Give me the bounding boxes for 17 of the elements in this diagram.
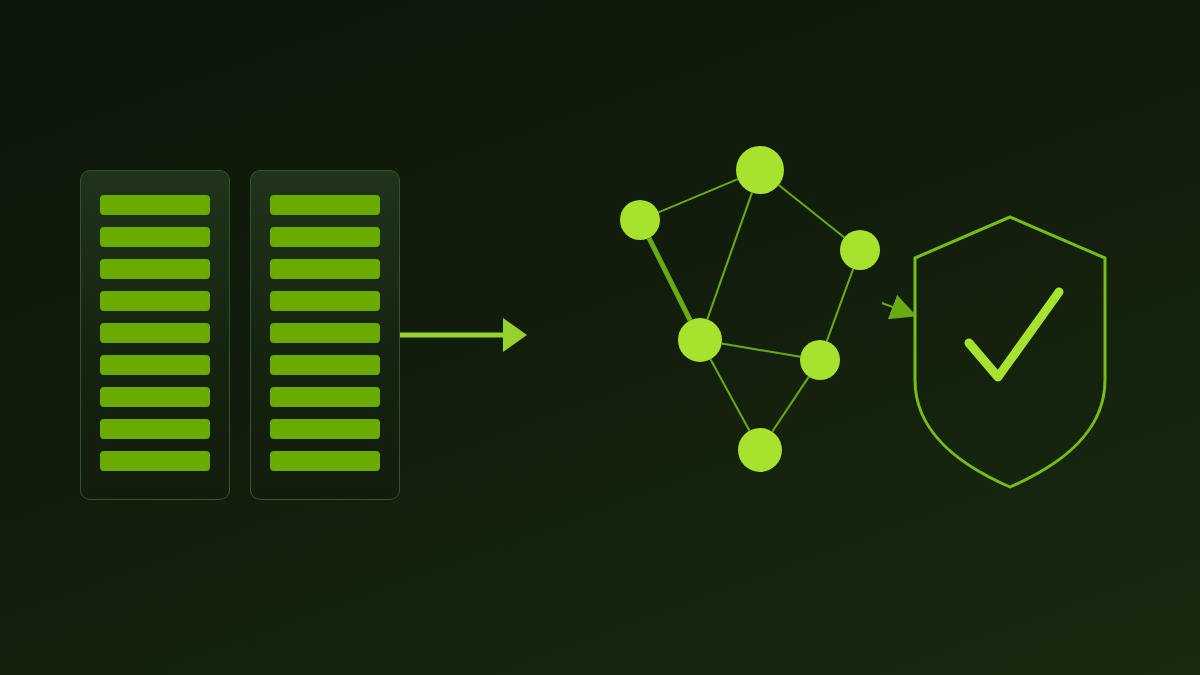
network-node xyxy=(840,230,880,270)
arrow xyxy=(881,294,917,320)
shield-check-icon xyxy=(913,215,1107,489)
connector-line xyxy=(709,358,751,432)
connector-line xyxy=(657,178,739,214)
connector-line xyxy=(777,184,846,239)
connector-line xyxy=(646,236,693,322)
connector-line xyxy=(720,342,802,358)
connector-line xyxy=(706,191,753,321)
network-node xyxy=(738,428,782,472)
network-node xyxy=(678,318,722,362)
arrow xyxy=(400,318,527,352)
network-node xyxy=(736,146,784,194)
connector-line xyxy=(771,375,810,433)
connector-line xyxy=(825,267,855,343)
network-node xyxy=(800,340,840,380)
network-node xyxy=(620,200,660,240)
